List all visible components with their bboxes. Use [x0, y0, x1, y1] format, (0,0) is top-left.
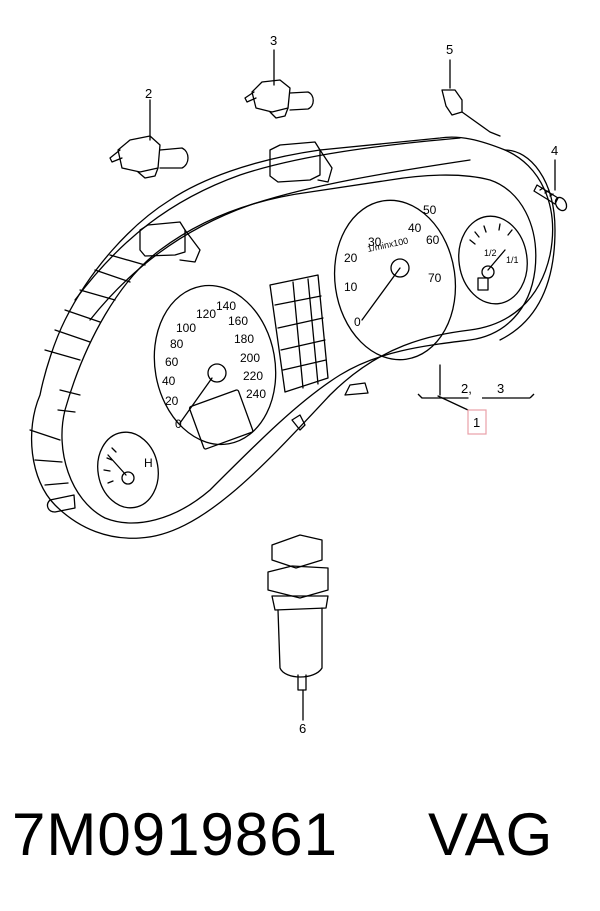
brand-label: VAG [428, 801, 554, 868]
callouts: 2 3 5 4 2, 3 6 1 [145, 33, 558, 736]
screw-4 [533, 159, 568, 212]
cluster-leader-lines [421, 364, 469, 411]
temperature-gauge [97, 431, 159, 509]
temp-hot-label: H [144, 456, 153, 470]
warning-panel [269, 274, 329, 393]
group-bracket [417, 393, 535, 399]
speedo-tick: 160 [228, 314, 248, 328]
speedo-tick: 140 [216, 299, 236, 313]
speedo-tick: 40 [162, 374, 176, 388]
fuel-tick: 1/2 [484, 248, 497, 258]
part-number: 7M0919861 [12, 801, 338, 868]
tachometer-numbers: 0 10 20 30 40 50 60 70 1/minx100 [344, 203, 442, 329]
callout-1-highlight [467, 409, 487, 435]
speedo-tick: 20 [165, 394, 179, 408]
clip-5 [441, 59, 501, 137]
tacho-tick: 60 [426, 233, 440, 247]
callout-5: 5 [446, 42, 453, 57]
tachometer [333, 199, 457, 361]
tacho-tick: 20 [344, 251, 358, 265]
callout-2-group: 2, [461, 381, 472, 396]
temp-gauge-labels: H [144, 456, 153, 470]
fuel-gauge [458, 215, 528, 305]
speed-sender-6 [267, 534, 329, 721]
instrument-cluster-diagram: 0 20 40 60 80 100 120 140 160 180 200 22… [29, 33, 568, 736]
tacho-tick: 0 [354, 315, 361, 329]
fuel-tick: 1/1 [506, 255, 519, 265]
speedo-tick: 220 [243, 369, 263, 383]
speedo-tick: 120 [196, 307, 216, 321]
callout-1: 1 [473, 415, 480, 430]
speedo-tick: 240 [246, 387, 266, 401]
callout-3-group: 3 [497, 381, 504, 396]
callout-6: 6 [299, 721, 306, 736]
bulb-holder-2 [109, 99, 189, 179]
speedometer [153, 284, 277, 450]
speedo-tick: 180 [234, 332, 254, 346]
cluster-housing [29, 136, 556, 539]
callout-3: 3 [270, 33, 277, 48]
callout-2: 2 [145, 86, 152, 101]
speedo-tick: 60 [165, 355, 179, 369]
speedometer-numbers: 0 20 40 60 80 100 120 140 160 180 200 22… [162, 299, 266, 431]
speedo-tick: 0 [175, 417, 182, 431]
fuel-gauge-labels: 1/2 1/1 [484, 248, 519, 265]
bulb-holder-3 [244, 49, 314, 119]
tacho-tick: 50 [423, 203, 437, 217]
mounting-clips [139, 141, 333, 263]
tacho-tick: 10 [344, 280, 358, 294]
speedo-tick: 80 [170, 337, 184, 351]
callout-4: 4 [551, 143, 558, 158]
tacho-tick: 40 [408, 221, 422, 235]
tacho-tick: 30 [368, 235, 382, 249]
tacho-tick: 70 [428, 271, 442, 285]
speedo-tick: 100 [176, 321, 196, 335]
speedo-tick: 200 [240, 351, 260, 365]
